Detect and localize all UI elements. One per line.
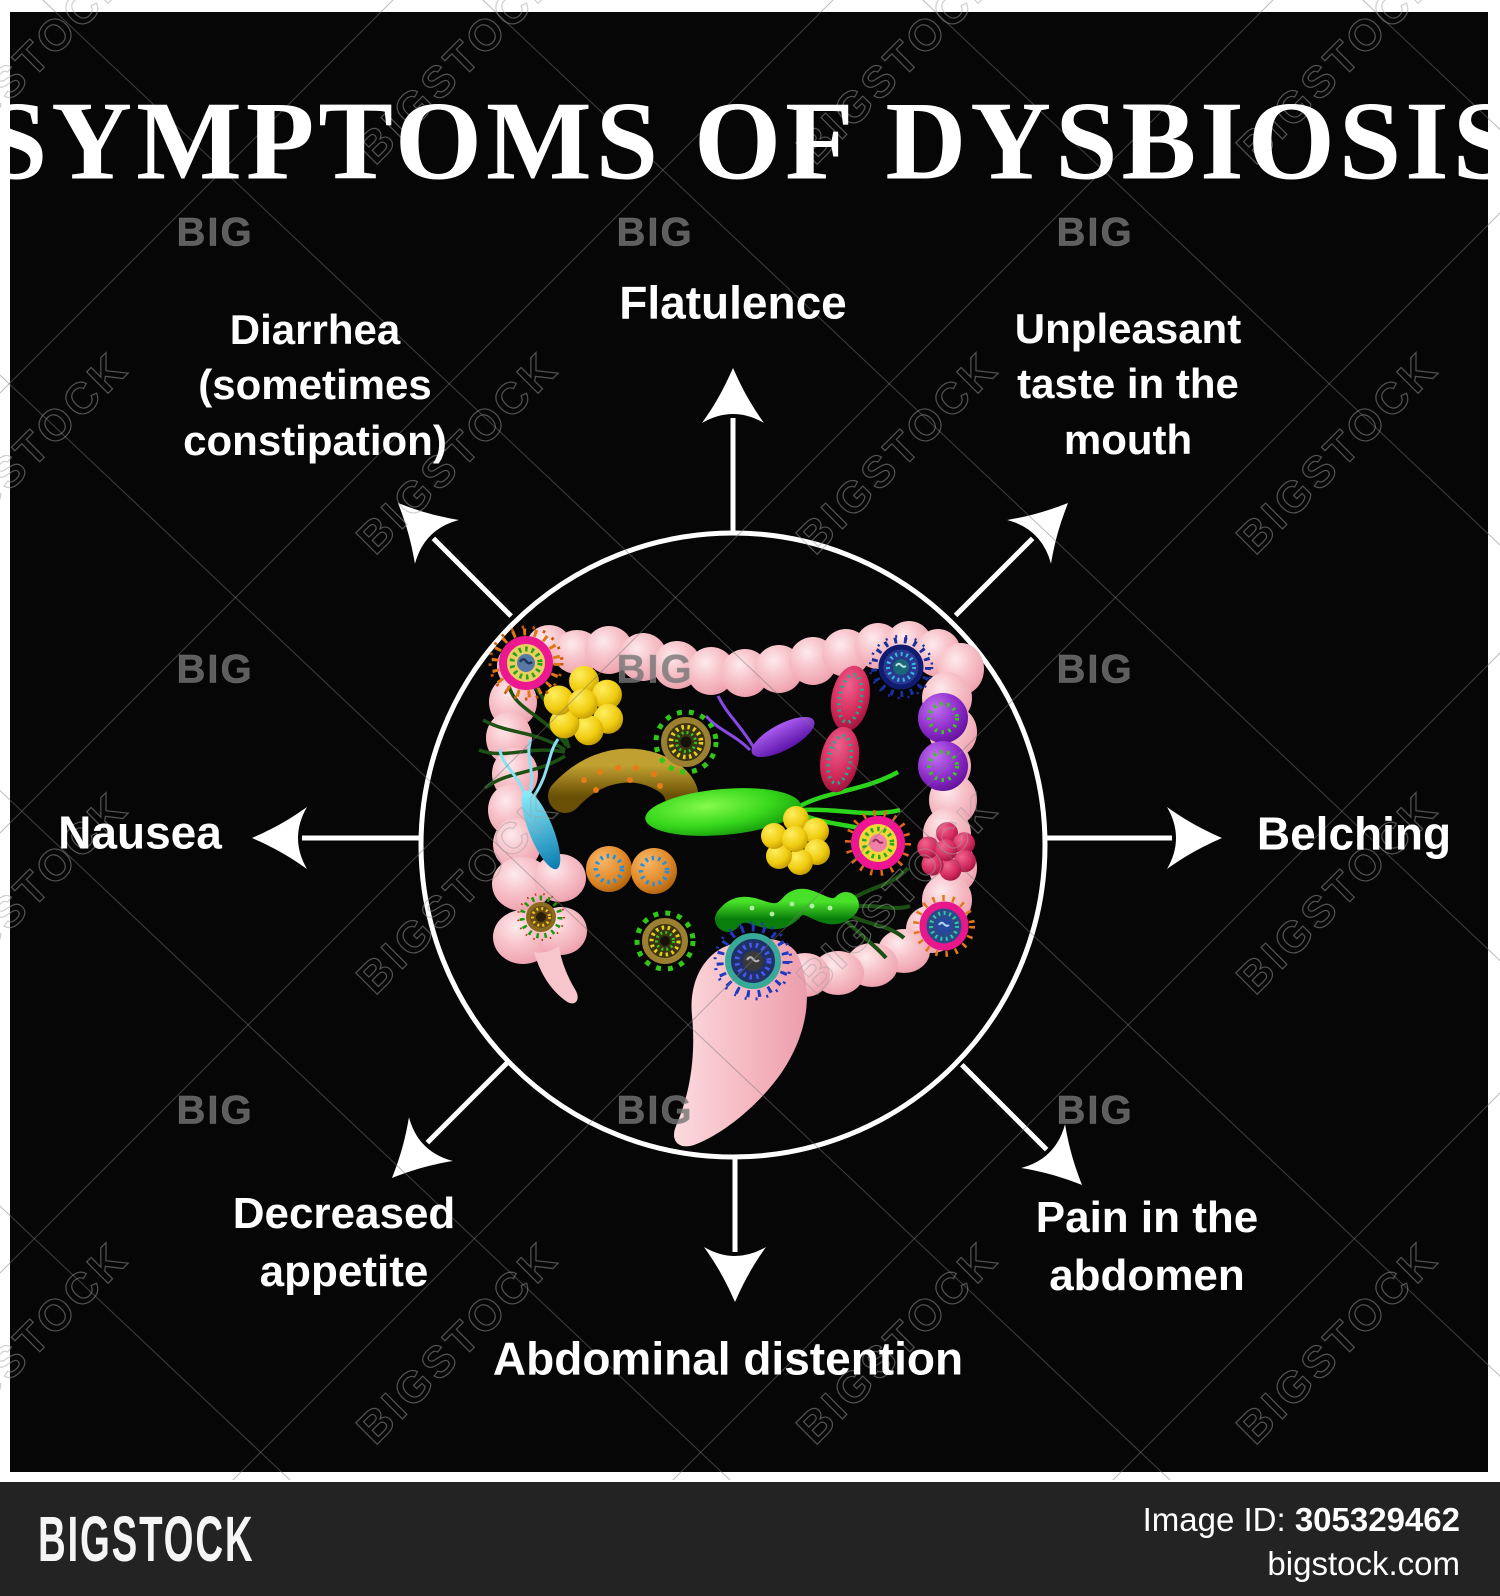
label-belching: Belching [1256,807,1452,860]
label-unpleasant-taste: Unpleasant taste in the mouth [1014,304,1242,463]
image-id-value: 305329462 [1294,1501,1460,1538]
arrow-right [1045,807,1222,869]
symptom-arrows [252,368,1222,1302]
footer-bar: BIGSTOCK Image ID: 305329462 bigstock.co… [0,1482,1500,1596]
gold-virus-illustration [634,910,696,972]
green-vibrio-illustration [715,866,911,960]
gold-virus-illustration [653,709,719,775]
watermark-line [232,212,1500,1480]
image-id-label: Image ID: [1142,1501,1286,1538]
site-url: bigstock.com [1267,1544,1460,1582]
magenta-virus-illustration [845,810,911,876]
arrow-up [702,368,764,533]
image-meta: Image ID: 305329462 bigstock.com [1143,1498,1460,1585]
arrow-down-right [960,1063,1104,1207]
pink-virus-illustration [913,895,975,957]
watermark-line [0,0,1274,1274]
label-diarrhea: Diarrhea (sometimes constipation) [183,305,447,464]
big-watermark-text: BIG [176,648,253,692]
orange-diplococcus-illustration [586,846,677,894]
big-watermark-text: BIG [176,211,253,255]
arrow-up-right [953,481,1090,618]
watermark-line [922,0,1500,546]
olive-rod-illustration [548,748,698,813]
arrow-left [252,807,421,869]
label-flatulence: Flatulence [619,276,847,329]
label-decreased-appetite: Decreased appetite [232,1188,456,1296]
small-green-virus-illustration [517,893,565,941]
big-watermark-text: BIG [616,1089,693,1133]
watermark-line [0,0,834,834]
blue-virus-illustration [713,921,793,1001]
watermark-line [42,0,1500,1377]
big-watermark-text: BIG [616,648,693,692]
label-abdominal-distention: Abdominal distention [492,1332,964,1385]
purple-diplococcus-illustration [918,693,968,791]
arrow-down-left [370,1060,510,1200]
big-watermark-text: BIG [176,1089,253,1133]
microflora-illustration [478,625,976,1001]
rectum-illustration [674,938,807,1147]
purple-bacillus-illustration [704,695,815,758]
bigstock-logo: BIGSTOCK [38,1503,255,1575]
watermark-line [482,0,1500,962]
watermark-line [0,1205,291,1480]
appendix-illustration [534,946,578,1004]
watermark-line [0,374,1171,1480]
page-title: SYMPTOMS OF DYSBIOSIS [0,79,1500,204]
big-watermark-text: BIG [1056,648,1133,692]
dysbiosis-illustration: BIGSTOCKBIGSTOCKBIGSTOCKBIGSTOCKBIGSTOCK… [0,0,1500,1480]
watermark-line [672,652,1500,1480]
watermark-line [0,789,731,1480]
label-nausea: Nausea [58,806,222,859]
label-pain-abdomen: Pain in the abdomen [1035,1192,1259,1300]
rotavirus-illustration [488,625,564,701]
arrow-up-left [376,481,513,618]
watermark-line [1112,1092,1500,1480]
big-watermark-text: BIG [1056,211,1133,255]
big-watermark-text: BIG [1056,1089,1133,1133]
image-id-row: Image ID: 305329462 [1143,1498,1460,1542]
navy-virus-illustration [868,634,934,700]
arrow-down [704,1157,766,1302]
watermark-line [0,0,394,394]
giardia-illustration [498,738,561,870]
big-watermark-text: BIG [616,211,693,255]
